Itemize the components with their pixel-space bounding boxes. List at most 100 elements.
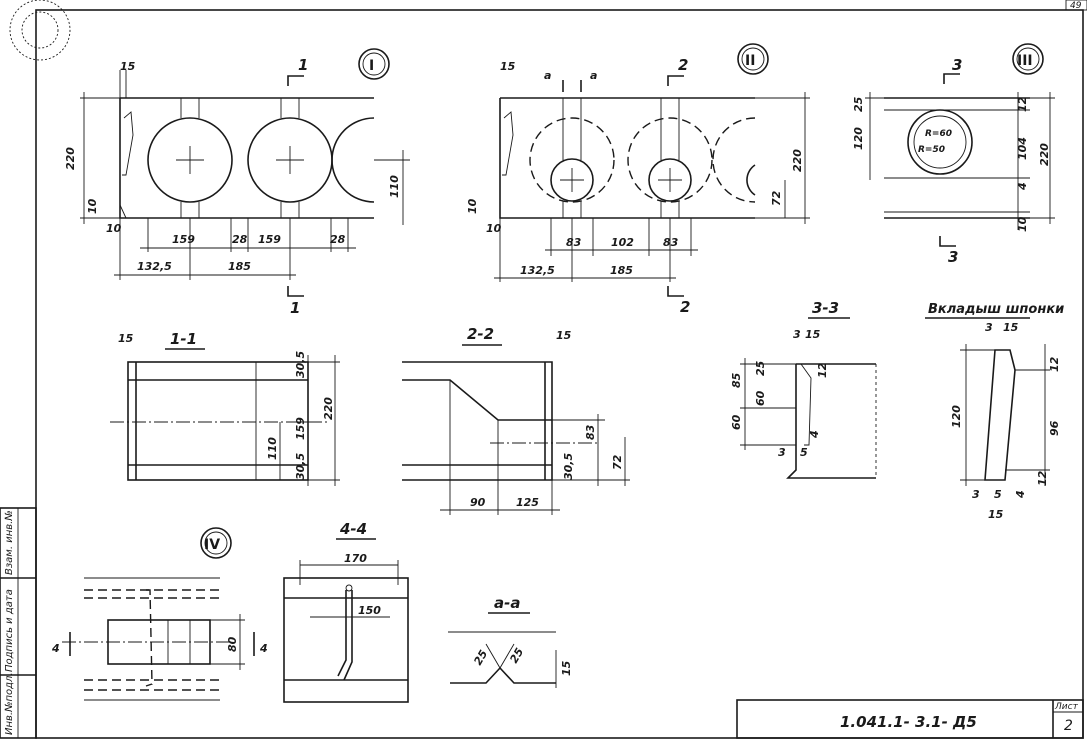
sheet-frame [35,9,1084,739]
dim-view-II-c1: 132,5 [520,264,555,277]
dim-view-III-d2: 120 [852,127,865,150]
dim-view-I-h3: 10 [106,222,122,235]
dim-2-2-c: 72 [611,454,624,470]
dim-view-I-right: 110 [388,175,401,198]
section-4-4-title: 4-4 [339,520,367,538]
section-3-3: 3-3 85 25 60 60 3 15 12 4 3 5 [730,299,877,479]
view-IV: IV 80 4 4 [51,527,268,701]
section-3-3-title: 3-3 [812,299,839,317]
sheet-number: 2 [1064,718,1073,734]
cut-mark-3-bottom: 3 [948,248,958,266]
dim-1-1-c: 110 [266,437,279,460]
vkladysh-shponki: Вкладыш шпонки 120 3 15 12 96 4 12 3 5 1… [925,302,1064,521]
dim-view-I-h2: 10 [86,198,99,214]
corner-box [1065,0,1087,11]
dim-a-a-c: 15 [560,660,573,676]
dim-vk-r4: 12 [1036,470,1049,486]
dim-view-III-r2: 104 [1016,137,1029,160]
dim-a-a-a: 25 [471,647,490,667]
dim-view-II-b2: 102 [611,236,634,249]
dim-vk-r3: 4 [1014,490,1027,499]
dim-vk-b1: 3 [972,488,980,501]
side-box-label-2: Подпись и дата [4,589,15,672]
section-2-2-title: 2-2 [467,325,494,343]
dim-3-3-c: 60 [754,390,767,406]
seal-stamp [9,0,71,61]
dim-2-2-b: 30,5 [562,453,575,480]
section-a-a: а-а 25 25 15 [448,594,573,688]
cut-mark-3-top: 3 [952,56,962,74]
view-III-marker: III [1017,53,1033,69]
sheet-label: Лист [1054,702,1079,712]
view-I: I 220 10 10 15 110 [64,48,410,317]
dim-3-3-t2: 15 [805,328,821,341]
dim-view-III-d1: 25 [852,96,865,112]
dim-view-II-b3: 83 [663,236,679,249]
dim-1-1-b: 159 [294,417,307,440]
dim-view-II-c2: 185 [610,264,633,277]
side-box: Инв.№подл. Подпись и дата Взам. инв.№ [0,507,37,739]
dim-view-I-c2: 185 [228,260,251,273]
dim-2-2-w1: 90 [470,496,486,509]
cut-mark-2-bottom: 2 [680,298,690,316]
view-III: III R=60 R=50 25 120 12 104 4 10 220 3 3 [852,43,1055,266]
section-4-4: 4-4 170 150 [283,520,409,703]
dim-view-III-r4: 4 [1016,182,1029,191]
dim-3-3-a: 85 [730,372,743,388]
dim-view-II-top: 15 [500,60,516,73]
dim-vk-r1: 12 [1048,356,1061,372]
a-mark-left: а [544,69,551,82]
dim-1-1-a: 30,5 [294,351,307,378]
dim-2-2-w2: 125 [516,496,539,509]
dim-3-3-b: 25 [754,360,767,376]
dim-3-3-e: 12 [816,362,829,378]
dim-a-a-b: 25 [507,645,526,665]
section-2-2: 2-2 90 125 15 83 30,5 72 [402,325,630,515]
corner-number: 49 [1070,1,1082,11]
dim-vk-r2: 96 [1048,420,1061,436]
a-mark-right: а [590,69,597,82]
dim-1-1-d: 30,5 [294,453,307,480]
view-II-marker-circle [737,43,769,75]
dim-vk-b2: 5 [994,488,1002,501]
dim-view-IV: 80 [226,636,239,652]
section-1-1-title: 1-1 [170,330,197,348]
dim-view-II-b1: 83 [566,236,582,249]
view-I-marker: I [369,58,374,74]
dim-view-III-r5: 10 [1016,216,1029,232]
dim-view-II-right: 220 [791,149,804,172]
section-a-a-title: а-а [494,594,520,612]
dim-view-I-b3: 159 [258,233,281,246]
dim-vk-t2: 15 [1003,321,1019,334]
dim-view-II-h2: 10 [466,198,479,214]
dim-view-III-r3: 220 [1038,143,1051,166]
dim-3-3-t1: 3 [793,328,801,341]
dim-view-I-h: 220 [64,147,77,170]
cut-mark-2-top: 2 [678,56,688,74]
dim-view-II-r2: 72 [770,190,783,206]
view-III-marker-circle [1012,43,1044,75]
dim-view-III-r1: 12 [1016,96,1029,112]
dim-view-I-c1: 132,5 [137,260,172,273]
dim-3-3-d: 60 [730,414,743,430]
dim-vk-b3: 15 [988,508,1004,521]
dim-view-III-R2: R=50 [918,145,945,155]
side-box-label-3: Взам. инв.№ [4,510,15,575]
dim-3-3-f: 4 [808,430,821,439]
view-II: II а а 15 10 10 220 72 [466,43,810,316]
dim-view-II-h3: 10 [486,222,502,235]
cut-mark-4-left: 4 [51,642,60,655]
dim-view-I-b4: 28 [330,233,346,246]
dim-view-III-R1: R=60 [925,129,952,139]
cut-mark-1-bottom: 1 [290,299,300,317]
cut-mark-1-top: 1 [298,56,308,74]
dim-4-4-w: 170 [344,552,367,565]
cut-mark-4-right: 4 [259,642,268,655]
dim-2-2-t: 15 [556,329,572,342]
dim-1-1-t: 15 [118,332,134,345]
dim-vk-h: 120 [950,405,963,428]
dim-4-4-w2: 150 [358,604,381,617]
dim-view-I-top: 15 [120,60,136,73]
title-block: 1.041.1- 3.1- Д5 Лист 2 [736,699,1084,739]
